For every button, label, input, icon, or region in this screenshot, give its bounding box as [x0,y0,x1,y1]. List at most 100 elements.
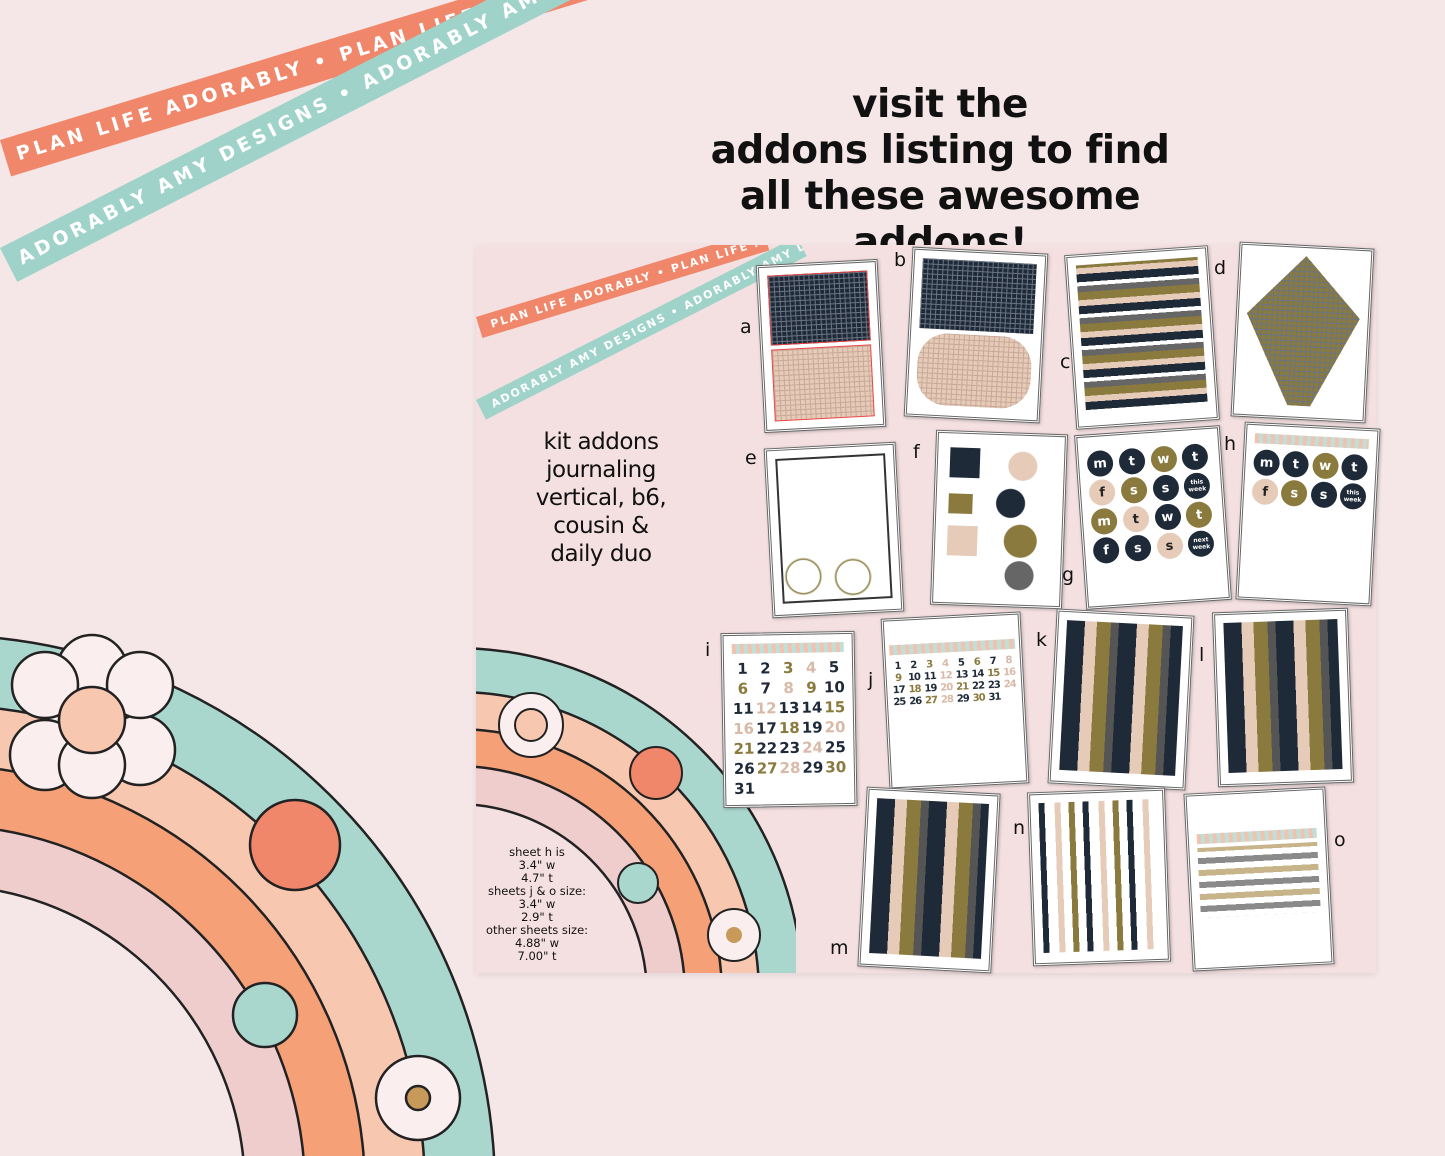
number-sticker: 10 [823,678,845,697]
rainbow-illustration [0,633,496,1156]
number-sticker: 6 [973,656,981,668]
circle-sticker: w [1311,452,1339,480]
number-sticker: 14 [801,698,823,717]
number-sticker: 3 [925,659,933,671]
size-line: 3.4" w [518,858,556,872]
number-sticker: 21 [955,681,969,693]
circle-sticker: t [1181,443,1210,471]
number-sticker: 1 [894,660,901,673]
circle-sticker: w [1153,503,1182,531]
headline-line: addons listing to find [710,128,1170,173]
number-sticker: 27 [924,694,938,707]
number-sticker: 28 [940,694,954,706]
circle-sticker: s [1280,479,1308,507]
number-sticker: 12 [939,670,952,682]
number-sticker: 13 [955,669,968,681]
label-b: b [894,249,907,271]
number-sticker: 26 [733,759,755,778]
rainbow-outline [0,889,245,1156]
rainbow-band [0,829,304,1156]
headline: visit the addons listing to find all the… [660,82,1220,266]
number-sticker: 22 [971,680,985,693]
circle-sticker: f [1092,536,1121,565]
number-sticker: 18 [778,718,800,738]
number-sticker: 5 [957,657,965,669]
headline-line: visit the [852,82,1028,127]
number-sticker: 25 [893,696,906,709]
number-sticker: 26 [909,695,922,708]
label-g: g [1062,564,1075,586]
number-sticker: 29 [802,758,824,777]
label-e: e [745,447,757,469]
number-sticker: 19 [801,718,823,737]
circle-sticker: s [1309,481,1338,509]
label-a: a [740,316,752,338]
circle-sticker: s [1151,474,1180,502]
size-line: sheet h is [509,845,565,859]
sheet-d [1230,241,1375,424]
circle-sticker: next week [1187,529,1216,558]
white-flower-icon [374,1054,462,1142]
size-line: 4.88" w [515,936,559,950]
number-sticker: 23 [987,679,1001,692]
number-sticker: 21 [733,739,755,758]
size-line: 7.00" t [517,949,557,963]
sheet-k [1047,608,1195,791]
sheet-n [1027,787,1171,967]
sheet-f [929,429,1069,610]
daisy-flower-icon [8,633,177,800]
size-line: sheets j & o size: [488,884,586,898]
number-sticker: 13 [778,698,800,718]
number-sticker: 15 [987,667,1000,680]
label-j: j [868,669,874,691]
sheet-l [1211,607,1355,788]
sheet-e [763,441,905,619]
circle-sticker: t [1121,505,1150,534]
circle-sticker: w [1149,445,1178,474]
sheet-m [857,786,1001,974]
number-sticker: 3 [782,658,794,678]
number-sticker: 24 [1003,678,1017,691]
kit-title-line: kit addons [543,429,659,455]
sheet-c [1064,245,1220,430]
rainbow-band [476,729,722,973]
circle-sticker: t [1282,450,1310,478]
number-sticker: 28 [779,758,801,778]
label-h: h [1224,433,1237,455]
circle-sticker: m [1086,449,1114,478]
circle-sticker: m [1090,507,1119,536]
label-k: k [1036,629,1048,651]
number-sticker: 7 [989,655,996,668]
kit-title-line: journaling [546,457,656,483]
number-sticker: 15 [824,698,846,717]
label-i: i [705,639,711,661]
label-d: d [1214,257,1227,279]
number-sticker: 10 [907,671,921,684]
number-sticker: 27 [756,759,778,778]
number-sticker: 4 [941,658,949,670]
rainbow-outline [476,765,686,973]
number-sticker: 25 [824,738,847,757]
sheet-b [903,246,1049,424]
circle-sticker: t [1117,447,1146,476]
number-sticker: 31 [988,691,1001,704]
size-line: 4.7" t [521,871,553,885]
circle-sticker: s [1123,534,1152,563]
rainbow-band [476,648,796,973]
circle-sticker: f [1251,478,1279,506]
number-sticker: 4 [805,658,817,677]
headline-line: all these awesome addons! [739,174,1141,265]
number-sticker: 12 [755,699,777,718]
number-sticker: 6 [737,679,749,698]
number-sticker: 16 [732,719,755,738]
kit-addons-title: kit addons journaling vertical, b6, cous… [520,428,682,568]
number-sticker: 30 [972,692,985,705]
rainbow-outline [476,803,647,973]
sheet-o [1183,786,1335,972]
